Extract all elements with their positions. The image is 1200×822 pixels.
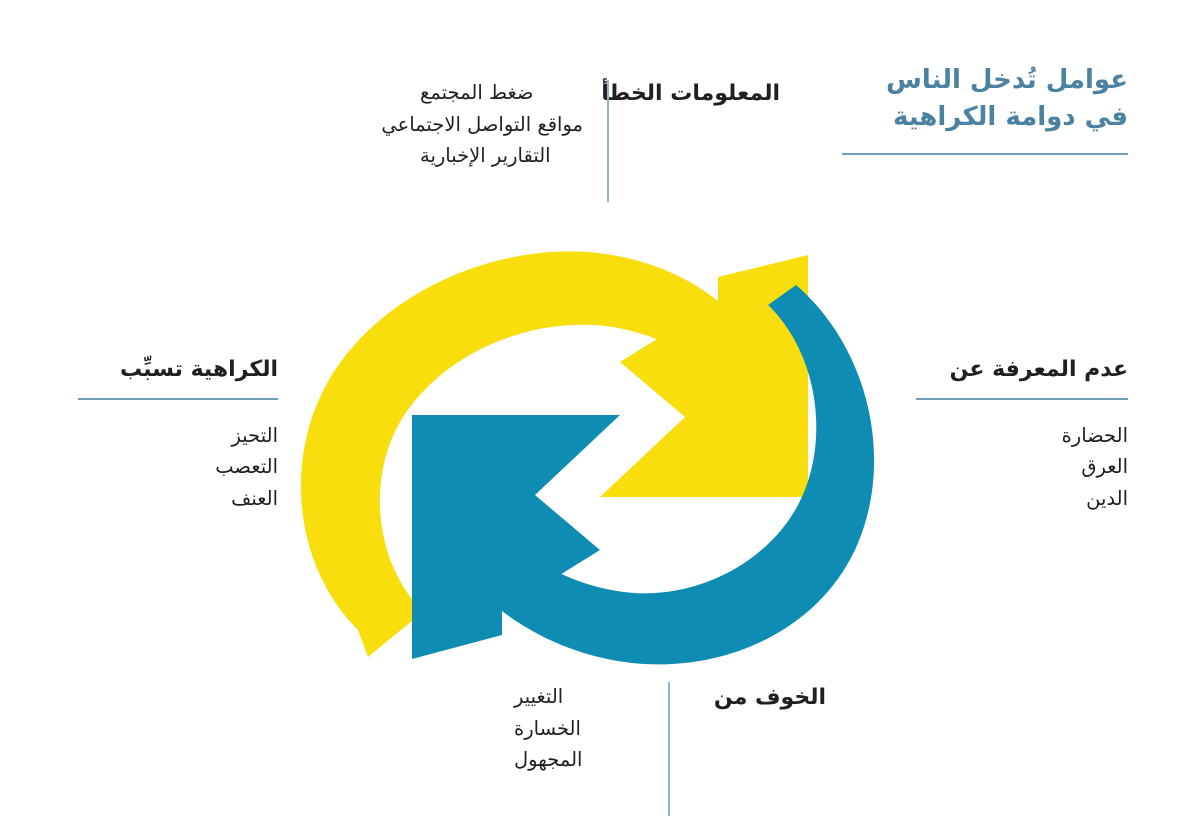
section-fear-heading: الخوف من bbox=[713, 685, 826, 710]
hate-cycle-diagram bbox=[280, 225, 920, 665]
teal-arrowhead-icon bbox=[412, 415, 620, 659]
section-fear-divider bbox=[668, 682, 670, 816]
section-ignorance-divider bbox=[916, 397, 1128, 400]
section-ignorance-heading: عدم المعرفة عن bbox=[949, 357, 1128, 382]
list-item: ضغط المجتمع bbox=[420, 81, 534, 104]
list-item: العنف bbox=[231, 486, 278, 510]
title-divider bbox=[842, 152, 1128, 155]
section-ignorance: عدم المعرفة عن الحضارة العرق الدين bbox=[916, 356, 1128, 514]
list-item: التحيز bbox=[231, 423, 278, 447]
teal-arrow-icon bbox=[502, 285, 875, 665]
list-item: الحضارة bbox=[1061, 423, 1128, 447]
section-hatred-divider bbox=[78, 397, 278, 400]
list-item: المجهول bbox=[514, 748, 583, 772]
section-hatred-list: التحيز التعصب العنف bbox=[78, 420, 278, 515]
yellow-arrow-icon bbox=[300, 251, 718, 657]
section-fear: الخوف من التغيير الخسارة المجهول bbox=[466, 674, 826, 822]
page-title: عوامل تُدخل الناس في دوامة الكراهية bbox=[842, 62, 1128, 155]
list-item: الدين bbox=[1086, 486, 1128, 510]
list-item: مواقع التواصل الاجتماعي bbox=[381, 112, 583, 136]
list-item: التغيير bbox=[514, 685, 564, 708]
yellow-arrowhead-icon bbox=[600, 255, 808, 497]
section-misinformation-heading: المعلومات الخطأ bbox=[601, 81, 780, 106]
list-item: العرق bbox=[1081, 455, 1128, 479]
section-ignorance-list: الحضارة العرق الدين bbox=[916, 420, 1128, 515]
list-item: الخسارة bbox=[514, 716, 581, 740]
section-misinformation-divider bbox=[607, 80, 609, 202]
section-hatred-heading: الكراهية تسبِّب bbox=[120, 357, 278, 382]
section-hatred: الكراهية تسبِّب التحيز التعصب العنف bbox=[78, 356, 278, 514]
page-title-line-1: عوامل تُدخل الناس bbox=[885, 65, 1128, 95]
section-misinformation: المعلومات الخطأ ضغط المجتمع مواقع التواص… bbox=[381, 68, 780, 218]
page-title-line-2: في دوامة الكراهية bbox=[892, 101, 1128, 132]
list-item: التقارير الإخبارية bbox=[420, 144, 551, 168]
section-fear-list: التغيير الخسارة المجهول bbox=[514, 681, 644, 776]
section-misinformation-list: ضغط المجتمع مواقع التواصل الاجتماعي التق… bbox=[381, 77, 583, 172]
list-item: التعصب bbox=[215, 455, 278, 479]
